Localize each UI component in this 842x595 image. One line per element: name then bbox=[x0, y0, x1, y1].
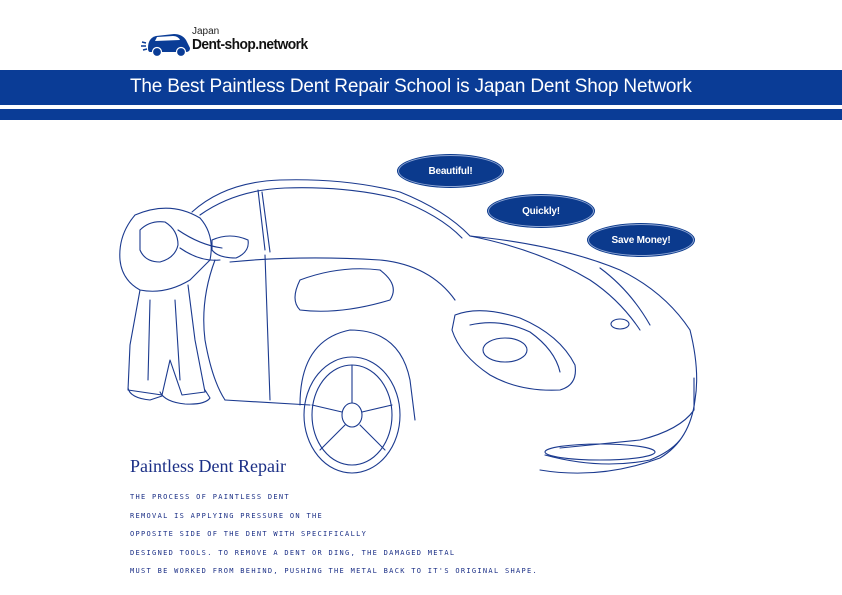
section-title: Paintless Dent Repair bbox=[130, 456, 286, 476]
brand-logo[interactable]: Japan Dent-shop.network bbox=[140, 24, 308, 60]
description-line: Removal is applying pressure on the bbox=[130, 511, 324, 520]
quickly-bubble: Quickly! bbox=[488, 195, 594, 227]
section-description: The process of Paintless Dent Removal is… bbox=[130, 488, 590, 581]
banner-title: The Best Paintless Dent Repair School is… bbox=[130, 76, 692, 97]
description-line: designed tools. To remove a dent or ding… bbox=[130, 548, 456, 557]
save-money-bubble: Save Money! bbox=[588, 224, 694, 256]
description-line: The process of Paintless Dent bbox=[130, 493, 290, 501]
car-logo-icon bbox=[141, 34, 190, 58]
banner-stripe bbox=[0, 109, 842, 120]
car-and-mechanic-illustration bbox=[119, 179, 698, 474]
description-line: must be worked from behind, pushing the … bbox=[130, 567, 539, 575]
description-line: opposite side of the dent with specifica… bbox=[130, 530, 368, 538]
logo-top-text: Japan bbox=[192, 26, 220, 37]
beautiful-bubble: Beautiful! bbox=[398, 155, 503, 187]
logo-main-text: Dent-shop.network bbox=[192, 36, 308, 53]
header-banner: The Best Paintless Dent Repair School is… bbox=[0, 70, 842, 105]
